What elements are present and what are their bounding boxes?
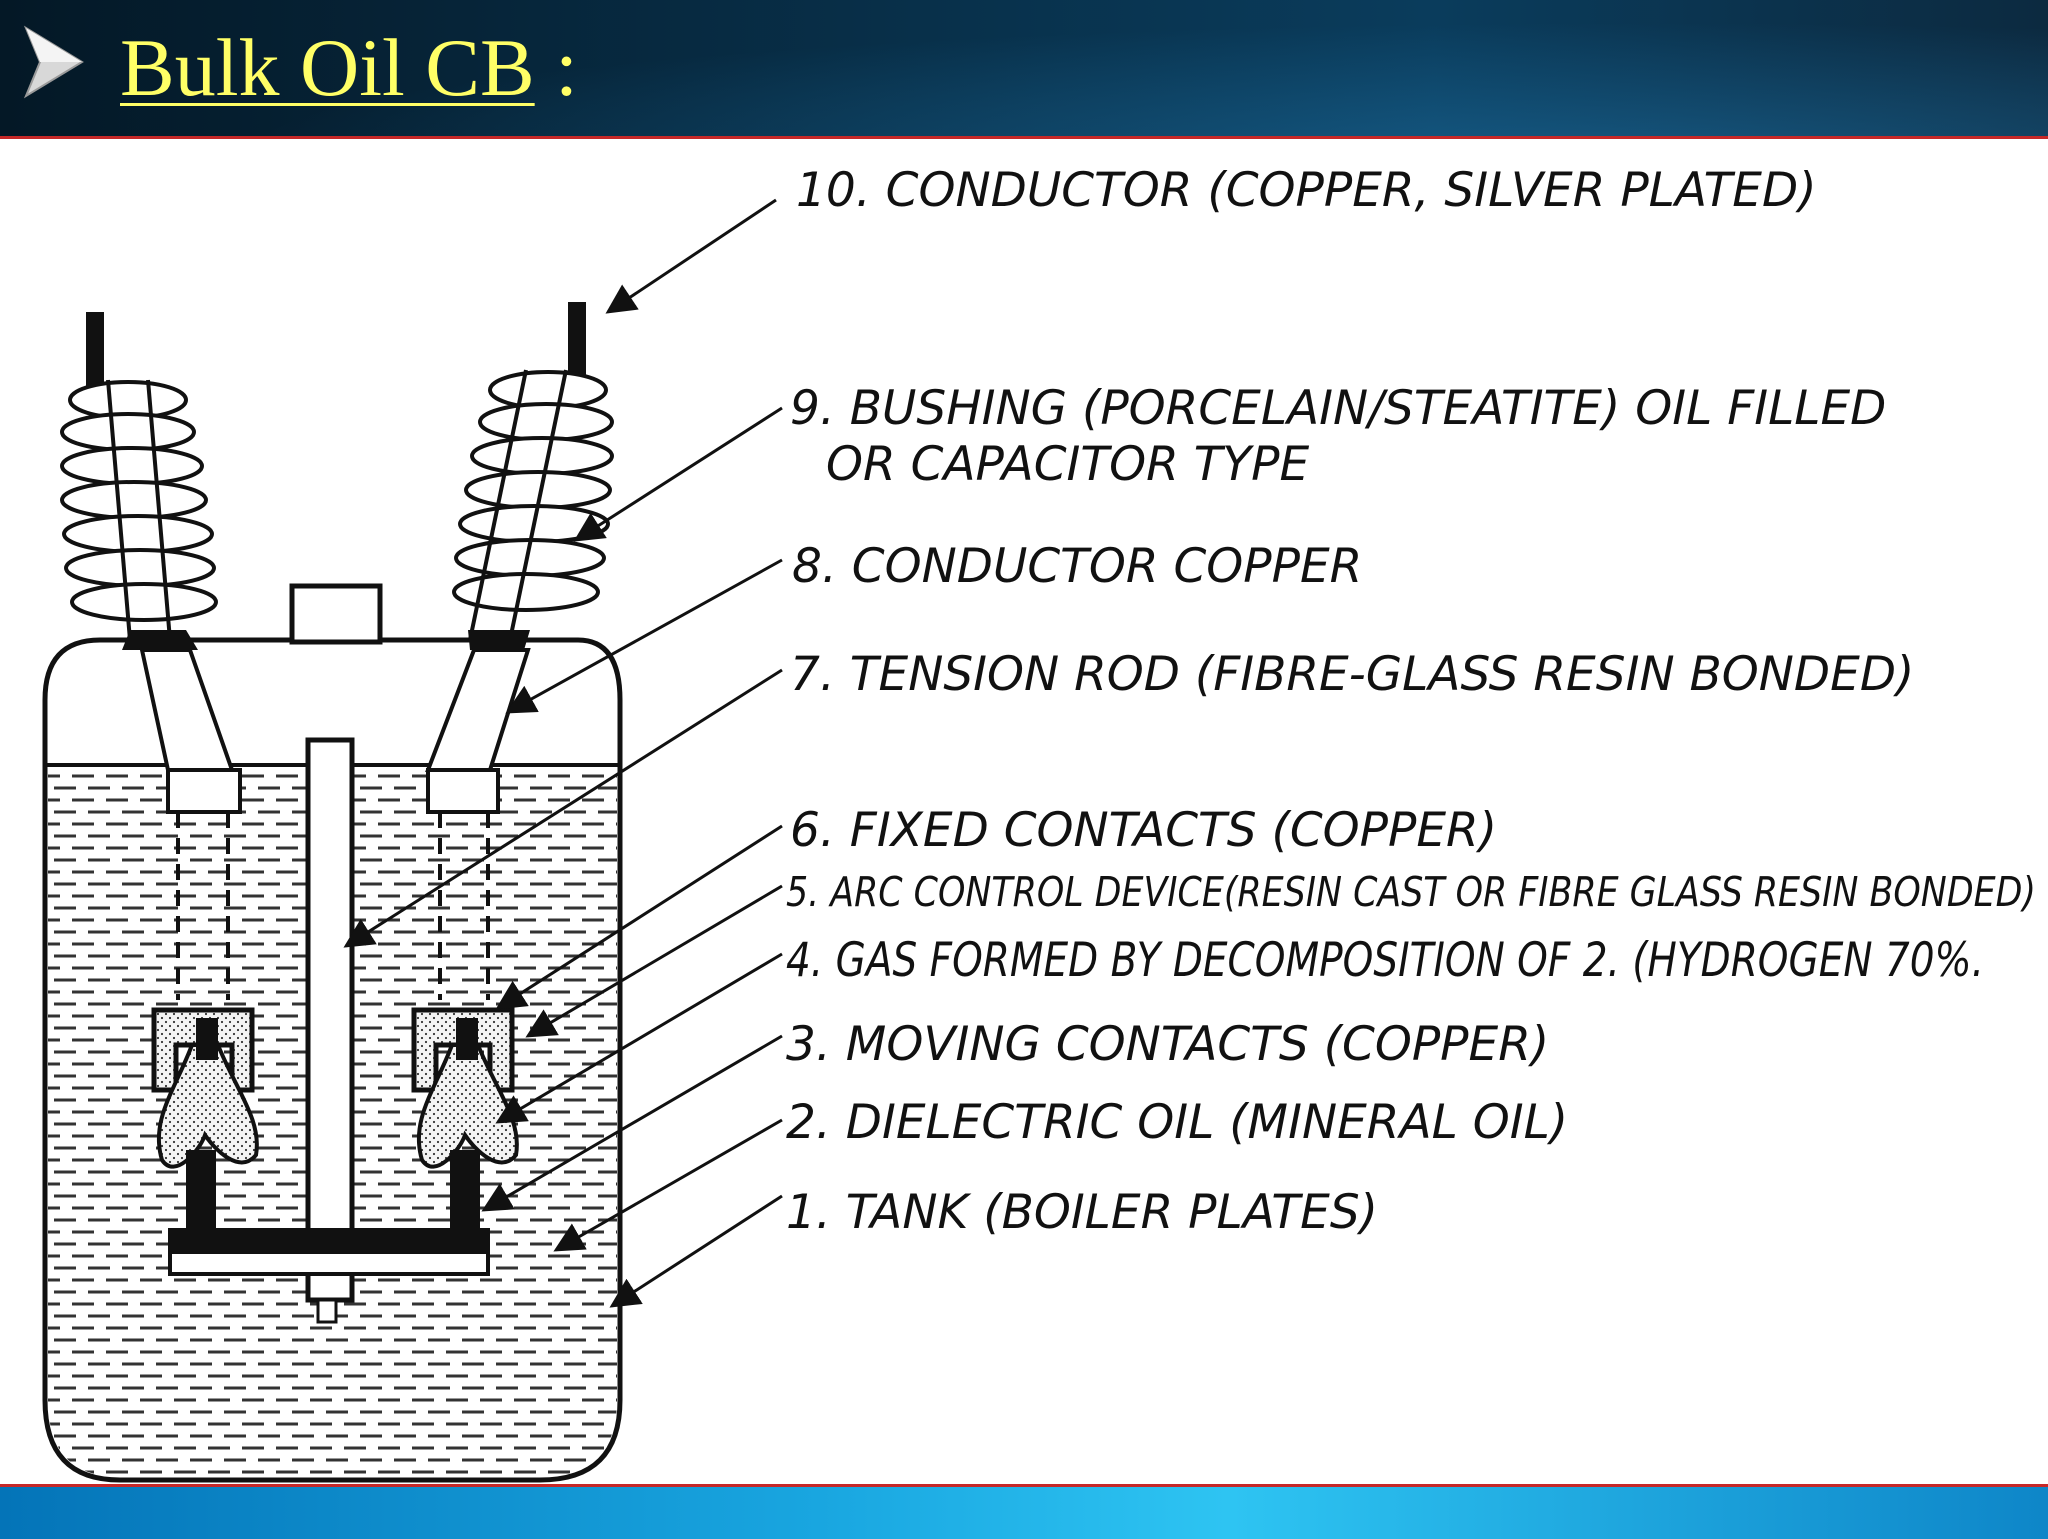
leader-4	[495, 952, 783, 1124]
vent-cap	[289, 583, 383, 645]
bulk-oil-cb-diagram: 10. CONDUCTOR (COPPER, SILVER PLATED) 9.…	[42, 163, 2036, 1483]
slide-header: Bulk Oil CB :	[0, 0, 2048, 139]
leader-2	[553, 1118, 783, 1252]
label-1: 1. TANK (BOILER PLATES)	[786, 1185, 1378, 1240]
leader-10	[605, 198, 777, 314]
slide-title-suffix: :	[534, 22, 578, 113]
arc-control-device-left	[151, 1007, 259, 1169]
slide-title-text: Bulk Oil CB	[120, 22, 535, 113]
header-glow	[0, 0, 2048, 136]
leader-9	[573, 406, 783, 542]
leader-8	[505, 558, 783, 714]
leader-5	[525, 884, 783, 1038]
label-6: 6. FIXED CONTACTS (COPPER)	[790, 803, 1497, 858]
label-5: 5. ARC CONTROL DEVICE(RESIN CAST OR FIBR…	[786, 868, 2036, 916]
tension-rod	[305, 737, 355, 1324]
label-9: 9. BUSHING (PORCELAIN/STEATITE) OIL FILL…	[790, 381, 1886, 436]
leader-6	[495, 824, 783, 1010]
arc-control-device-right	[411, 1007, 519, 1169]
right-bushing	[425, 302, 614, 1000]
label-2: 2. DIELECTRIC OIL (MINERAL OIL)	[786, 1095, 1568, 1150]
leader-arrows	[343, 198, 783, 1308]
label-8: 8. CONDUCTOR COPPER	[792, 539, 1362, 594]
slide-footer-bar	[0, 1484, 2048, 1539]
label-10: 10. CONDUCTOR (COPPER, SILVER PLATED)	[796, 163, 1817, 218]
label-3: 3. MOVING CONTACTS (COPPER)	[786, 1017, 1549, 1072]
leader-1	[609, 1194, 783, 1308]
label-4: 4. GAS FORMED BY DECOMPOSITION OF 2. (HY…	[786, 933, 1984, 988]
arrowhead-bullet-icon	[23, 25, 84, 99]
leader-7	[343, 668, 783, 948]
moving-contacts	[168, 1150, 490, 1276]
leader-3	[481, 1034, 783, 1212]
slide-title: Bulk Oil CB :	[120, 18, 578, 118]
label-9-continued: OR CAPACITOR TYPE	[826, 437, 1309, 492]
label-7: 7. TENSION ROD (FIBRE-GLASS RESIN BONDED…	[790, 647, 1914, 702]
left-bushing	[60, 312, 242, 1000]
labels: 10. CONDUCTOR (COPPER, SILVER PLATED) 9.…	[786, 163, 2036, 1240]
